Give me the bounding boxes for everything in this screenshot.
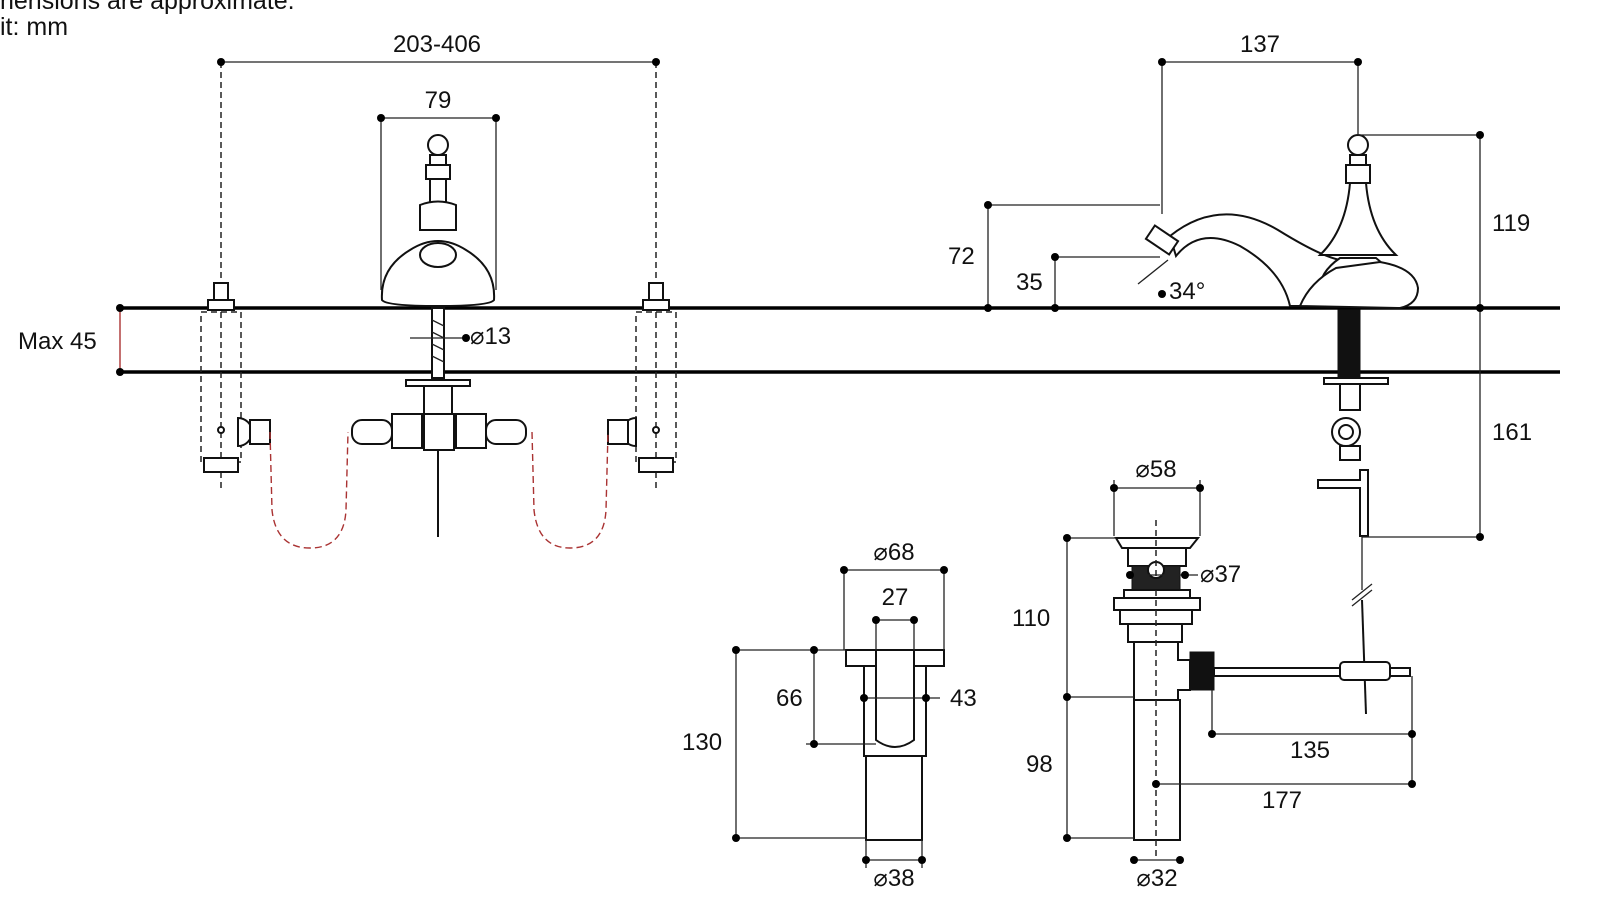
dim-slot-width: 27 <box>882 584 909 611</box>
unit-note: it: mm <box>0 13 69 41</box>
deck <box>116 304 1560 376</box>
dim-tail-dia: ⌀32 <box>1136 865 1177 892</box>
dimensions-note: nensions are approximate. <box>0 0 295 15</box>
right-valve <box>607 62 677 490</box>
center-handle <box>351 134 527 537</box>
left-valve <box>200 62 271 490</box>
dim-flange-dia: ⌀68 <box>873 539 914 566</box>
flange-sleeve <box>845 649 945 841</box>
dim-outlet-height: 35 <box>1016 269 1043 296</box>
dim-handle-width: 79 <box>425 87 452 114</box>
dim-spout-reach: 137 <box>1240 31 1280 58</box>
dim-slot-depth: 66 <box>776 685 803 712</box>
dim-tail-reach: 177 <box>1262 787 1302 814</box>
dimension-lines <box>217 58 1484 868</box>
dim-spread: 203-406 <box>393 31 481 58</box>
dim-overall-height: 119 <box>1492 210 1530 237</box>
dim-drain-upper-len: 110 <box>1012 605 1050 632</box>
dim-sleeve-dia: ⌀38 <box>873 865 914 892</box>
spout <box>1144 134 1420 715</box>
dim-inner-width: 43 <box>950 685 977 712</box>
dim-drain-inner-dia: ⌀37 <box>1200 561 1241 588</box>
dimension-labels: 203-406 79 Max 45 ⌀13 137 72 35 34° 119 … <box>18 31 1532 892</box>
dim-spout-height: 72 <box>948 243 975 270</box>
dim-lift-rod-len: 135 <box>1290 737 1330 764</box>
dim-drain-lower-len: 98 <box>1026 751 1053 778</box>
dim-flange-height: 130 <box>682 729 722 756</box>
dim-spout-angle: 34° <box>1169 278 1205 305</box>
hoses <box>269 431 609 549</box>
dim-max-deck: Max 45 <box>18 328 97 355</box>
dim-below-deck: 161 <box>1492 419 1532 446</box>
popup-drain <box>1113 520 1411 860</box>
dim-drain-head-dia: ⌀58 <box>1135 456 1176 483</box>
dim-stem-dia: ⌀13 <box>470 323 511 350</box>
